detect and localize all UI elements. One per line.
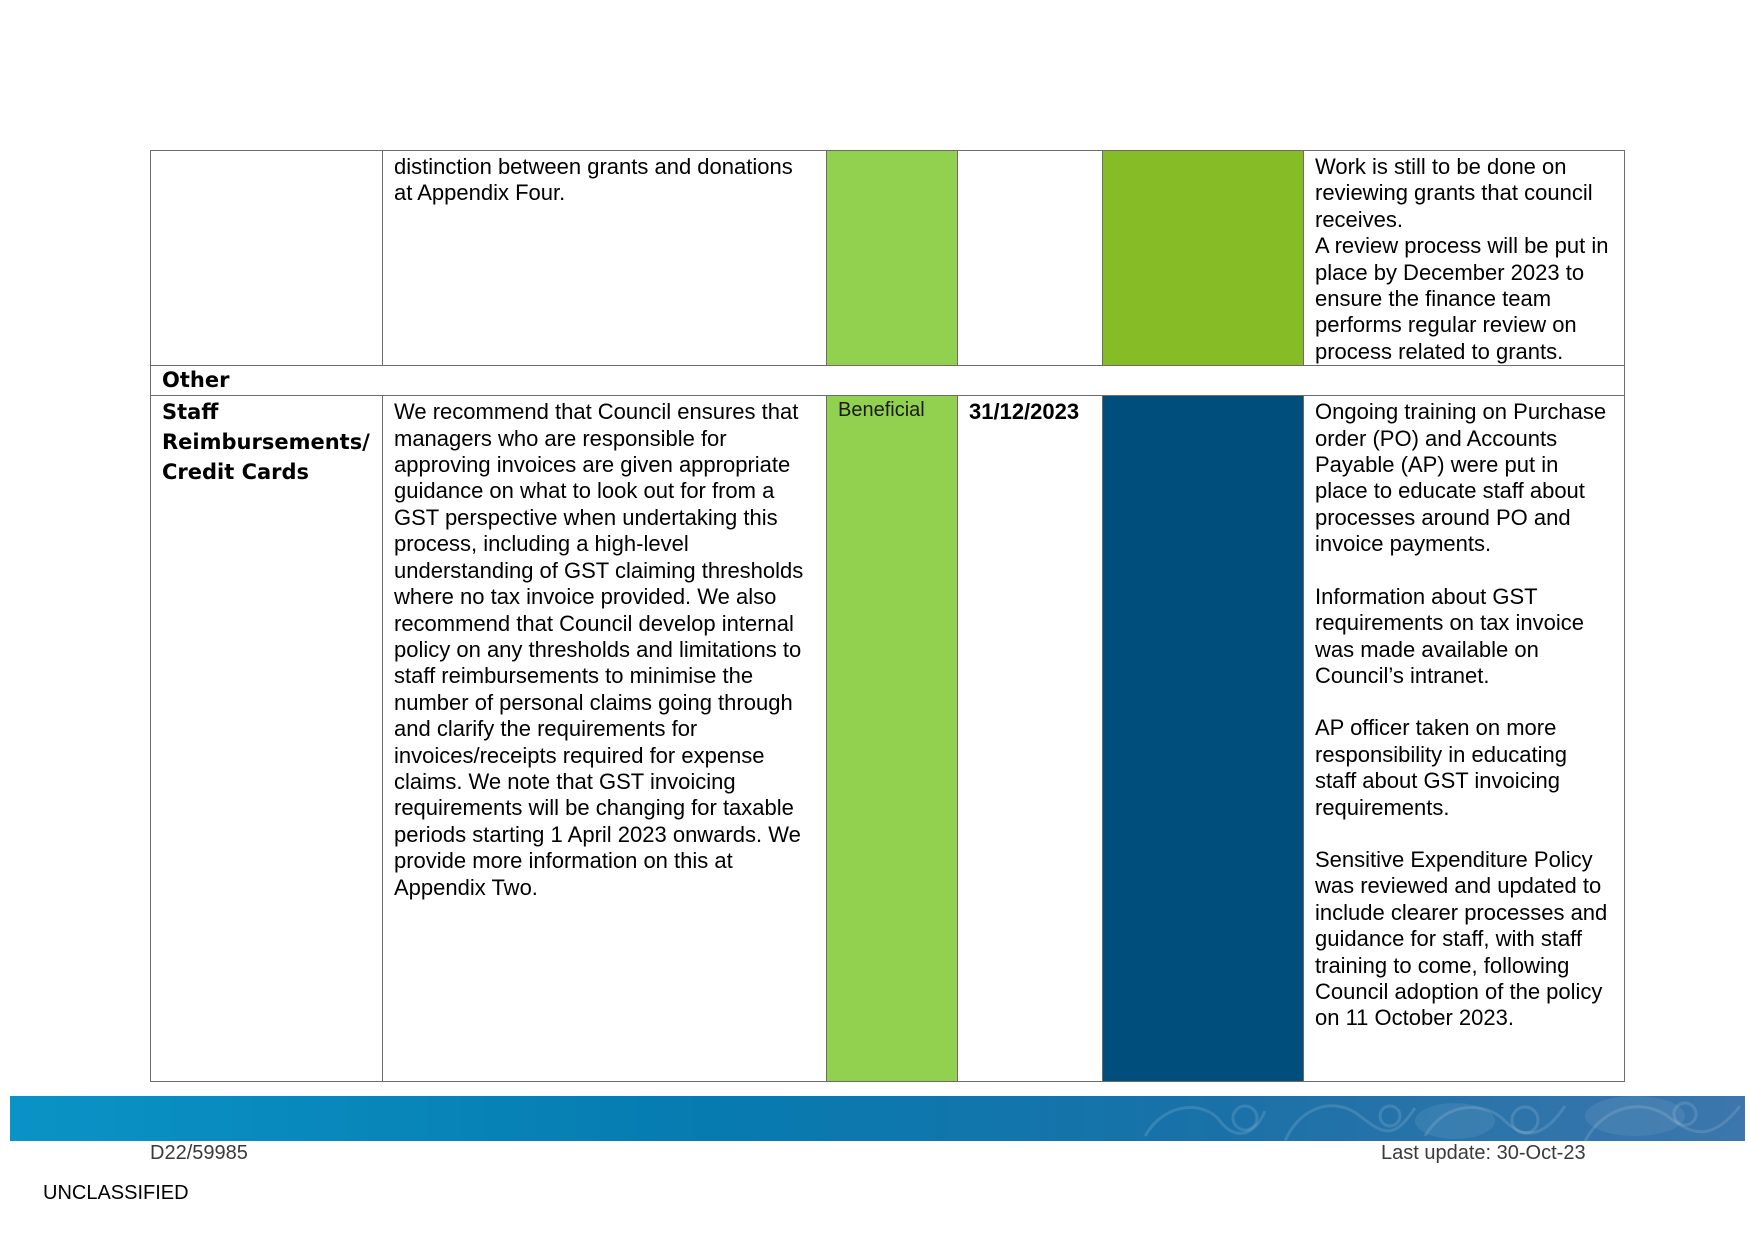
document-reference: D22/59985 xyxy=(150,1142,248,1164)
status-indicator-cell xyxy=(1102,395,1304,1083)
last-update-date: Last update: 30-Oct-23 xyxy=(1381,1142,1586,1164)
progress-paragraph: Ongoing training on Purchase order (PO) … xyxy=(1315,399,1607,557)
progress-paragraph: Information about GST requirements on ta… xyxy=(1315,583,1585,688)
table-row: Staff Reimbursements/ Credit Cards We re… xyxy=(150,395,1625,1083)
issue-cell xyxy=(150,149,383,367)
classification-label: UNCLASSIFIED xyxy=(43,1182,189,1204)
section-heading: Other xyxy=(150,365,1625,397)
table-row: distinction between grants and donations… xyxy=(150,149,1625,367)
rating-cell: Beneficial xyxy=(826,395,958,1083)
recommendations-table: distinction between grants and donations… xyxy=(150,149,1625,1083)
issue-heading-line: Credit Cards xyxy=(162,460,310,485)
progress-cell: Work is still to be done on reviewing gr… xyxy=(1303,149,1625,367)
issue-heading-line: Staff xyxy=(162,400,219,425)
progress-paragraph: AP officer taken on more responsibility … xyxy=(1315,715,1567,820)
due-date-cell xyxy=(957,149,1103,367)
recommendation-cell: distinction between grants and donations… xyxy=(382,149,827,367)
rating-cell xyxy=(826,149,958,367)
issue-heading-cell: Staff Reimbursements/ Credit Cards xyxy=(150,395,383,1083)
status-indicator-cell xyxy=(1102,149,1304,367)
recommendation-cell: We recommend that Council ensures that m… xyxy=(382,395,827,1083)
progress-paragraph: Work is still to be done on reviewing gr… xyxy=(1315,154,1593,232)
issue-heading-line: Reimbursements/ xyxy=(162,430,370,455)
koru-pattern-icon xyxy=(1143,1096,1742,1141)
footer-band xyxy=(10,1096,1745,1141)
due-date-cell: 31/12/2023 xyxy=(957,395,1103,1083)
progress-paragraph: Sensitive Expenditure Policy was reviewe… xyxy=(1315,846,1608,1031)
progress-paragraph: A review process will be put in place by… xyxy=(1315,233,1609,364)
section-row-other: Other xyxy=(150,365,1625,397)
progress-cell: Ongoing training on Purchase order (PO) … xyxy=(1303,395,1625,1083)
